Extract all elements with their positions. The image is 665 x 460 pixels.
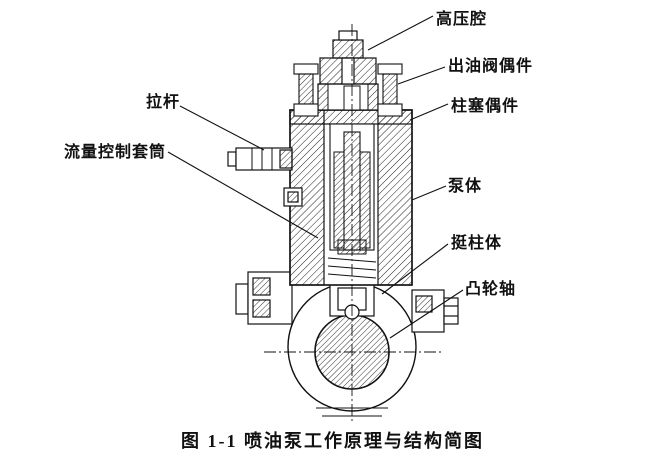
leader-high-pressure-chamber xyxy=(367,15,434,51)
label-pump-body: 泵体 xyxy=(448,178,483,195)
label-delivery-valve-assembly: 出油阀偶件 xyxy=(448,58,534,75)
leader-pump-body xyxy=(411,185,447,201)
label-camshaft: 凸轮轴 xyxy=(465,281,517,298)
stud-left xyxy=(293,63,319,117)
label-plunger-assembly: 柱塞偶件 xyxy=(451,98,520,115)
left-mounting-bracket xyxy=(235,271,293,325)
leader-lines xyxy=(167,15,464,339)
stud-right xyxy=(377,63,403,117)
figure-caption: 图 1-1 喷油泵工作原理与结构简图 xyxy=(181,431,484,451)
leader-flow-control-sleeve xyxy=(167,151,319,239)
leader-pull-rod xyxy=(179,105,265,151)
right-mounting-bracket xyxy=(411,289,459,333)
label-tappet-body: 挺柱体 xyxy=(451,235,503,252)
label-high-pressure-chamber: 高压腔 xyxy=(436,11,488,28)
leader-delivery-valve xyxy=(397,66,446,85)
centerlines xyxy=(264,24,442,424)
label-flow-control-sleeve: 流量控制套筒 xyxy=(64,144,167,161)
leader-plunger-assembly xyxy=(409,103,449,121)
delivery-valve-part xyxy=(319,30,377,111)
leader-tappet-body xyxy=(381,243,449,295)
label-pull-rod: 拉杆 xyxy=(146,94,181,111)
control-rack-part xyxy=(227,147,303,207)
leader-camshaft xyxy=(389,289,464,339)
